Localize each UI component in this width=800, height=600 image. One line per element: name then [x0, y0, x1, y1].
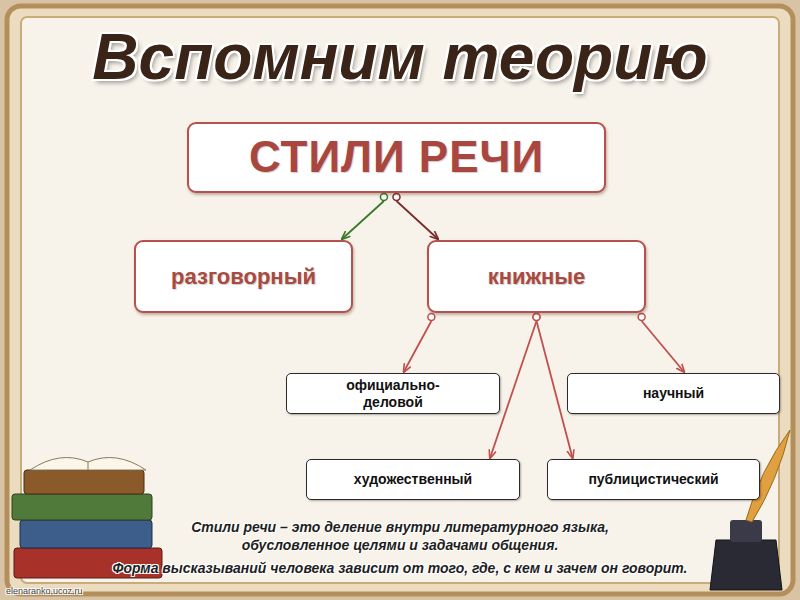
style-box: художественный: [306, 459, 520, 500]
node-label: художественный: [354, 471, 472, 487]
definition-caption: Стили речи – это деление внутри литерату…: [150, 519, 650, 554]
connector-ring: [393, 194, 400, 201]
connector-ring: [638, 314, 645, 321]
connector-ring: [428, 314, 435, 321]
root-style-box: СТИЛИ РЕЧИ: [187, 122, 606, 193]
style-group-box: разговорный: [134, 240, 353, 313]
style-group-box: книжные: [427, 240, 646, 313]
watermark: elenaranko.ucoz.ru: [6, 586, 166, 597]
node-label: публицистический: [588, 471, 718, 487]
arrow-connector: [397, 201, 438, 239]
node-label: разговорный: [171, 264, 316, 289]
ornamental-border: [7, 6, 793, 594]
connector-ring: [533, 314, 540, 321]
arrow-connector: [342, 201, 384, 239]
style-box: публицистический: [547, 459, 760, 500]
style-box: официально-деловой: [286, 373, 500, 414]
node-label: СТИЛИ РЕЧИ: [249, 132, 544, 183]
node-label: официально-деловой: [334, 377, 452, 409]
node-label: научный: [643, 385, 704, 401]
ink-bottle-illustration: [710, 430, 790, 590]
books-illustration: [12, 458, 162, 579]
style-box: научный: [567, 373, 780, 414]
slide-title: Вспомним теорию: [20, 22, 780, 92]
arrow-connector: [642, 321, 685, 372]
connector-ring: [380, 194, 387, 201]
note-line: Форма высказываний человека зависит от т…: [14, 560, 786, 577]
connector-ring: [533, 314, 540, 321]
node-label: книжные: [488, 264, 586, 289]
arrow-connector: [404, 321, 432, 372]
